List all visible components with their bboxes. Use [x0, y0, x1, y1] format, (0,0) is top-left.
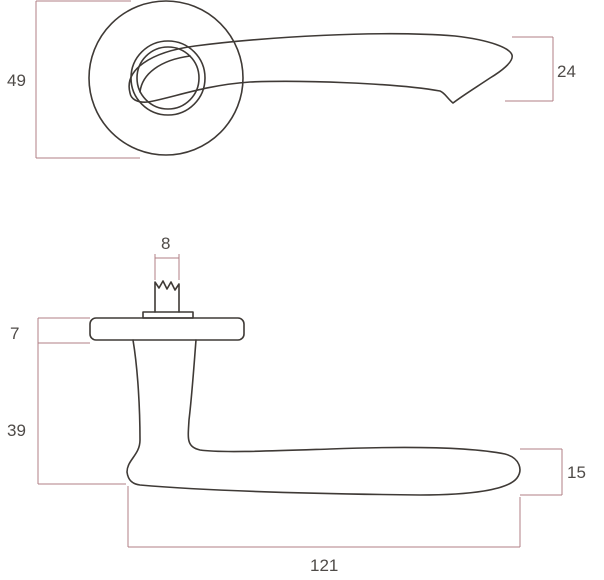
side-view: 8 7 39 15 121: [7, 234, 586, 575]
spindle: [154, 280, 180, 313]
dim-121-label: 121: [310, 556, 338, 575]
top-view-rose-outer: [88, 0, 244, 156]
dim-15-label: 15: [567, 463, 586, 482]
top-view-rose-inner-ring-2: [136, 46, 200, 110]
top-view-lever-curl: [139, 55, 191, 93]
dim-8-label: 8: [161, 234, 170, 253]
spindle-base: [142, 311, 194, 319]
dim-24-label: 24: [557, 62, 576, 81]
side-view-rose: [89, 317, 245, 341]
dim-7-label: 7: [10, 324, 19, 343]
dim-49-label: 49: [7, 71, 26, 90]
side-view-lever: [126, 339, 521, 496]
top-view: 49 24: [7, 0, 576, 159]
top-view-lever: [128, 32, 513, 104]
dim-39-label: 39: [7, 421, 26, 440]
